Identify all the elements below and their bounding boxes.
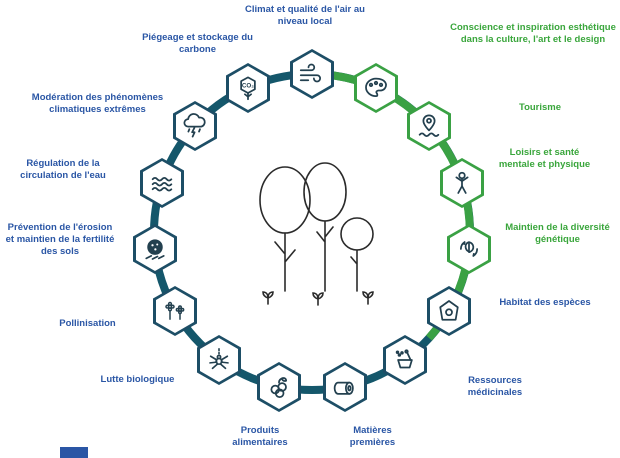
label-water-regulation: Régulation de la circulation de l'eau <box>20 158 106 182</box>
label-tourism: Tourisme <box>518 102 562 113</box>
hex-raw-materials <box>323 362 367 412</box>
hex-habitat <box>427 286 471 336</box>
label-pollination: Pollinisation <box>59 318 116 329</box>
label-erosion: Prévention de l'érosion et maintien de l… <box>5 222 115 258</box>
art-palette-icon <box>365 77 387 97</box>
label-climate: Climat et qualité de l'air au niveau loc… <box>245 4 365 28</box>
leaf-cycle-icon <box>459 241 479 257</box>
hex-climate <box>290 49 334 99</box>
co2-text: CO₂ <box>242 82 254 89</box>
log-icon <box>333 381 354 395</box>
flowers-icon <box>165 301 185 320</box>
waves-icon <box>151 177 173 192</box>
hex-leisure <box>440 158 484 208</box>
hex-biocontrol <box>197 335 241 385</box>
co2-tree-icon: CO₂ <box>240 76 256 101</box>
label-habitat: Habitat des espèces <box>499 297 591 308</box>
label-climate-extremes: Modération des phénomènes climatiques ex… <box>31 92 164 116</box>
hex-food <box>257 362 301 412</box>
hex-erosion <box>133 224 177 274</box>
logo-fragment <box>60 447 88 458</box>
label-raw-materials: Matières premières <box>349 425 396 449</box>
mortar-pestle-icon <box>395 349 413 369</box>
label-food: Produits alimentaires <box>232 425 288 449</box>
birdhouse-icon <box>439 300 459 321</box>
hex-culture <box>354 63 398 113</box>
wind-icon <box>299 63 321 83</box>
berries-icon <box>270 377 287 398</box>
label-biocontrol: Lutte biologique <box>100 374 175 385</box>
hex-pollination <box>153 286 197 336</box>
soil-icon <box>145 239 165 260</box>
hex-genetic <box>447 224 491 274</box>
person-icon <box>455 171 469 194</box>
storm-cloud-icon <box>183 113 206 138</box>
map-pin-icon <box>418 114 440 137</box>
label-genetic: Maintien de la diversité génétique <box>505 222 610 246</box>
forest-illustration <box>259 162 374 306</box>
label-culture: Conscience et inspiration esthétique dan… <box>450 22 616 46</box>
label-leisure: Loisirs et santé mentale et physique <box>498 147 591 171</box>
label-carbon: Piégeage et stockage du carbone <box>142 32 253 56</box>
hex-medicinal <box>383 335 427 385</box>
spider-icon <box>209 347 229 370</box>
label-medicinal: Ressources médicinales <box>467 375 523 399</box>
hex-tourism <box>407 101 451 151</box>
